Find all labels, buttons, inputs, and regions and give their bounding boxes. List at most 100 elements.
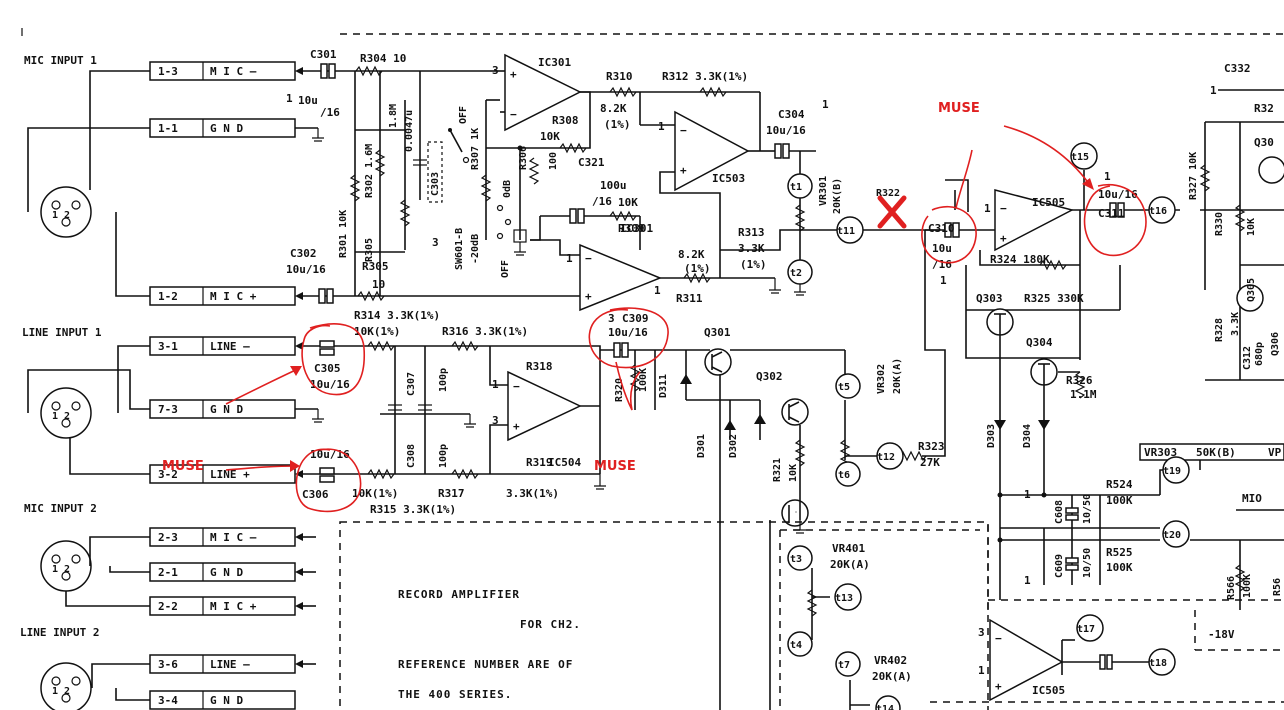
label-ic301b: IC301 xyxy=(620,222,653,235)
label-r310: R310 xyxy=(606,70,633,83)
label-r566-val: 100K xyxy=(1242,574,1253,598)
connector-3-4: 3-4 G N D xyxy=(149,690,296,710)
connector-3-6: 3-6 LINE – xyxy=(149,654,296,674)
label-c301-volt: /16 xyxy=(320,106,340,119)
test-point-t15: t15 xyxy=(1070,142,1098,170)
label-vr303-val: 50K(B) xyxy=(1196,446,1236,459)
svg-text:t20: t20 xyxy=(1163,530,1181,541)
label-d303: D303 xyxy=(986,424,997,448)
label-r302: R302 1.6M xyxy=(364,144,375,198)
test-point-t19: t19 xyxy=(1162,456,1190,484)
svg-text:2-1: 2-1 xyxy=(158,566,178,579)
svg-text:M I C +: M I C + xyxy=(210,600,257,613)
label-c309: C309 xyxy=(622,312,649,325)
svg-text:t18: t18 xyxy=(1149,658,1167,669)
label-vr302-val: 20K(A) xyxy=(892,358,903,394)
svg-text:t11: t11 xyxy=(837,226,855,237)
label-r312: R312 3.3K(1%) xyxy=(662,70,748,83)
pin-6: 1 xyxy=(658,120,665,133)
test-point-t18: t18 xyxy=(1148,648,1176,676)
svg-text:+: + xyxy=(510,68,517,81)
label-d311: D311 xyxy=(658,374,669,398)
label-q303: Q303 xyxy=(976,292,1003,305)
pin-5d: 3 xyxy=(978,626,985,639)
svg-text:t14: t14 xyxy=(876,704,894,710)
pin-6d: 1 xyxy=(978,664,985,677)
svg-text:t6: t6 xyxy=(838,470,850,481)
label-r311-val: 8.2K xyxy=(678,248,705,261)
svg-text:G N D: G N D xyxy=(210,566,243,579)
label-c307: C307 xyxy=(406,372,417,396)
label-c305: C305 xyxy=(314,362,341,375)
label-vr303: VR303 xyxy=(1144,446,1177,459)
label-r310-tol: (1%) xyxy=(604,118,631,131)
test-point-t14: t14 xyxy=(875,695,901,710)
svg-text:−: − xyxy=(680,124,687,137)
svg-text:G N D: G N D xyxy=(210,694,243,707)
label-c311: C311 xyxy=(1098,207,1125,220)
test-point-t1: t1 xyxy=(787,173,813,199)
label-r318: R318 xyxy=(526,360,553,373)
annotation-arrow-c306 xyxy=(225,460,300,472)
label-r320-val: 100K xyxy=(638,368,649,392)
label-c312-val: 680p xyxy=(1254,342,1265,366)
connector-7-3: 7-3 G N D xyxy=(149,399,296,419)
test-point-t13: t13 xyxy=(834,583,862,611)
svg-text:t19: t19 xyxy=(1163,466,1181,477)
svg-text:G N D: G N D xyxy=(210,403,243,416)
svg-text:+: + xyxy=(1000,232,1007,245)
label-c310-val: 10u xyxy=(932,242,952,255)
test-point-t4: t4 xyxy=(787,631,813,657)
label-r311: R311 xyxy=(676,292,703,305)
label-c609-val: 10/50 xyxy=(1082,548,1093,578)
pin-6b: 1 xyxy=(566,252,573,265)
label-vr301-val: 20K(B) xyxy=(832,178,843,214)
label-c304-val: 10u/16 xyxy=(766,124,806,137)
svg-text:2-3: 2-3 xyxy=(158,531,178,544)
svg-text:1-2: 1-2 xyxy=(158,290,178,303)
label-c308-val: 100p xyxy=(438,444,449,468)
svg-text:−: − xyxy=(585,252,592,265)
label-vr401-val: 20K(A) xyxy=(830,558,870,571)
svg-text:t7: t7 xyxy=(838,660,850,671)
test-point-t3: t3 xyxy=(787,545,813,571)
label-vr302: VR302 xyxy=(876,364,887,394)
label-r566: R566 xyxy=(1226,576,1237,600)
label-off2: OFF xyxy=(500,260,511,278)
remove-mark xyxy=(877,195,907,229)
label-r320: R320 xyxy=(614,378,625,402)
label-c305-val: 10u/16 xyxy=(310,378,350,391)
xlr-pin-label: 1 2 xyxy=(52,564,70,575)
label-r324: R324 180K xyxy=(990,253,1050,266)
connector-1-2: 1-2 M I C + xyxy=(149,286,296,306)
transistor-q304 xyxy=(1030,358,1058,386)
pin-5c: 3 xyxy=(492,414,499,427)
marker-1f: 1 xyxy=(1024,574,1031,587)
pin-7: 1 xyxy=(654,284,661,297)
test-point-t20: t20 xyxy=(1162,520,1190,548)
svg-text:−: − xyxy=(510,108,517,121)
label-c308: C308 xyxy=(406,444,417,468)
svg-text:3-1: 3-1 xyxy=(158,340,178,353)
svg-text:t17: t17 xyxy=(1077,624,1095,635)
label-r305a: 1.8M xyxy=(388,104,399,128)
label-vp: VP xyxy=(1268,446,1282,459)
svg-text:+: + xyxy=(585,290,592,303)
label-c303: C303 xyxy=(430,172,441,196)
test-point-t11: t11 xyxy=(836,216,864,244)
label-r32x: R32 xyxy=(1254,102,1274,115)
xlr-connector-line2: 1 2 xyxy=(40,662,92,710)
test-point-t16: t16 xyxy=(1148,196,1176,224)
marker-1c: 1 xyxy=(940,274,947,287)
label-r313: R313 xyxy=(738,226,765,239)
label-r319: R319 xyxy=(526,456,553,469)
svg-text:−: − xyxy=(1000,202,1007,215)
svg-text:2-2: 2-2 xyxy=(158,600,178,613)
svg-text:t15: t15 xyxy=(1071,152,1089,163)
label-mic-input-1: MIC INPUT 1 xyxy=(24,54,97,67)
label-r314: R314 3.3K(1%) xyxy=(354,309,440,322)
annotation-circle-c309 xyxy=(588,307,669,411)
label-sw601: SW601-B xyxy=(454,228,465,270)
svg-text:3-6: 3-6 xyxy=(158,658,178,671)
opamp-ic503: −+ xyxy=(674,110,750,192)
